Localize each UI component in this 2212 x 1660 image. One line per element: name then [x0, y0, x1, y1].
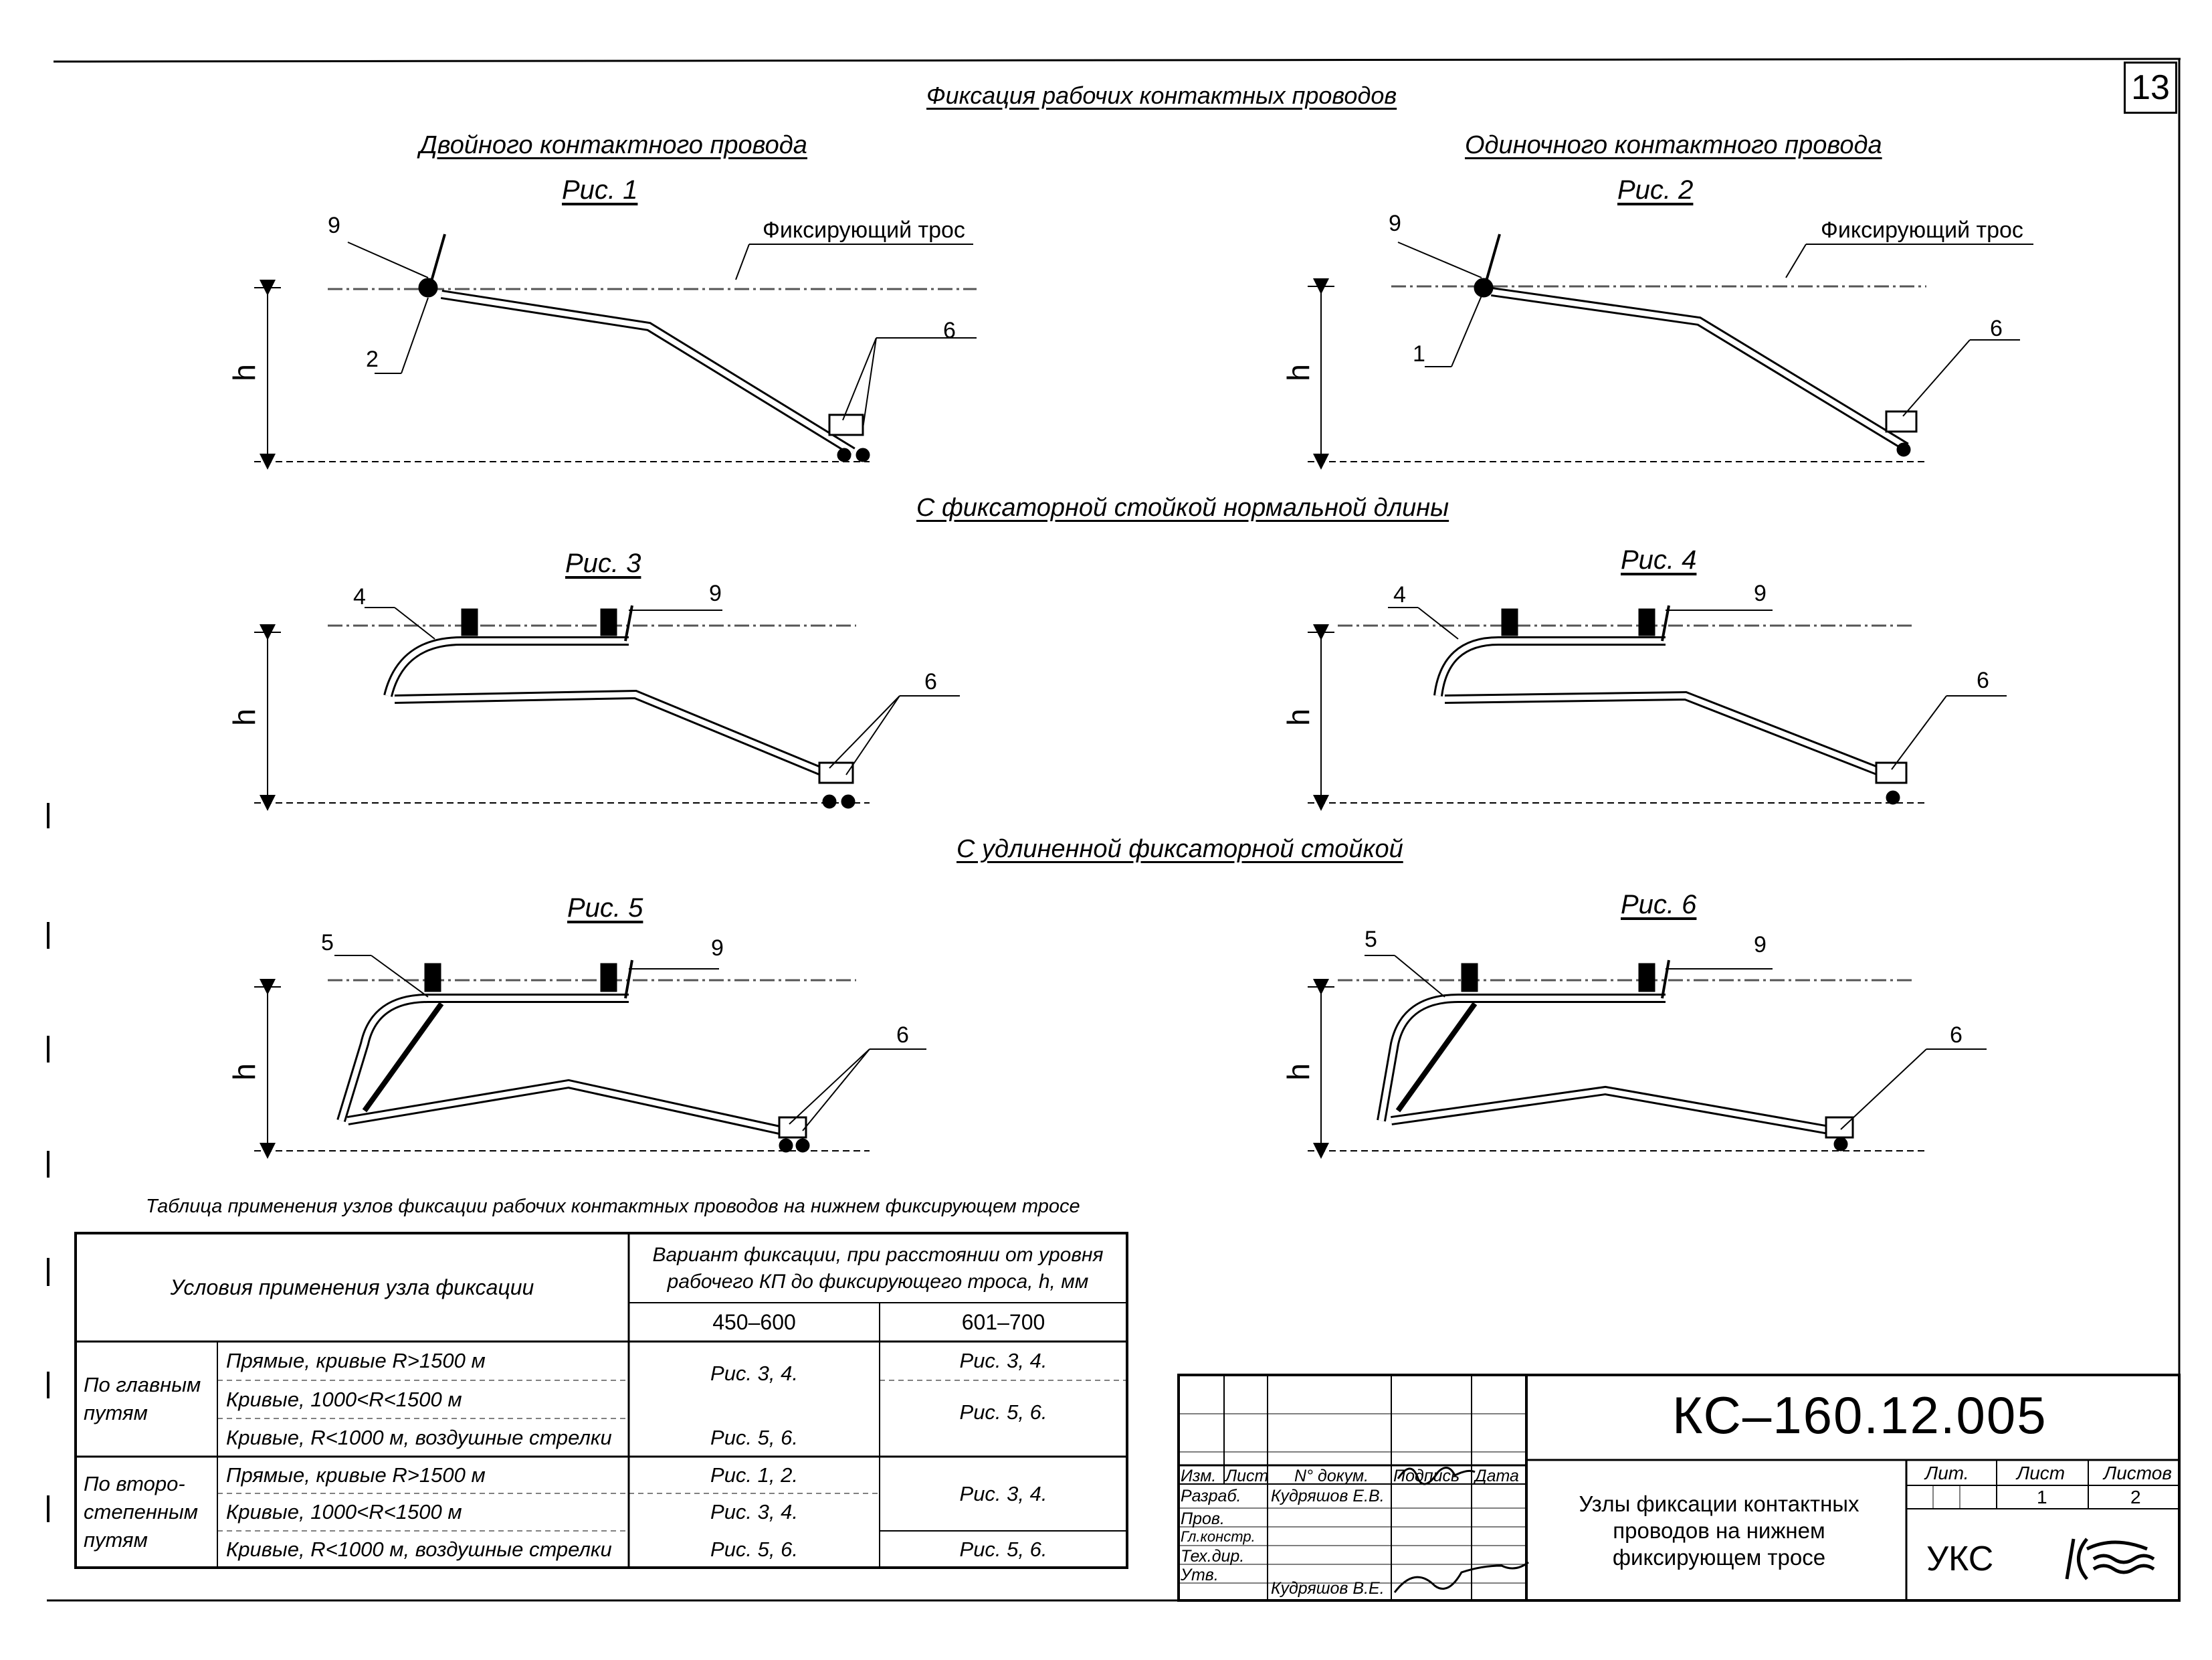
callout-9: 9: [1389, 211, 1401, 236]
stamp-name-developer: Кудряшов Е.В.: [1271, 1487, 1385, 1505]
stamp-role-chief: Гл.констр.: [1181, 1528, 1255, 1545]
table-row-condition: Кривые, R<1000 м, воздушные стрелки: [226, 1425, 612, 1449]
table-cell-sec-601-a: Рис. 3, 4.: [959, 1481, 1047, 1505]
title-block-grid: [1177, 1374, 2181, 1602]
table-cell-sec-450-c: Рис. 5, 6.: [710, 1537, 798, 1561]
stamp-header-sign: Подпись: [1393, 1467, 1460, 1485]
table-group-main: По главным путям: [84, 1373, 201, 1424]
signature-developer: [1397, 1467, 1476, 1485]
stamp-role-tech: Тех.дир.: [1181, 1547, 1245, 1566]
stamp-lit-label: Лит.: [1925, 1463, 1969, 1483]
company-logo: [2065, 1538, 2155, 1580]
callout-fixing-cable: Фиксирующий трос: [1821, 217, 2023, 243]
stamp-header-list: Лист: [1225, 1467, 1269, 1485]
table-header-601: 601–700: [961, 1309, 1045, 1334]
callout-9: 9: [328, 213, 340, 238]
dimension-h: h: [1280, 1063, 1316, 1081]
stamp-role-approver: Утв.: [1181, 1566, 1219, 1584]
stamp-role-developer: Разраб.: [1181, 1487, 1241, 1505]
fig4-label: Рис. 4: [1621, 545, 1697, 575]
callout-9: 9: [711, 935, 724, 961]
stamp-name-approver: Кудряшов В.Е.: [1271, 1579, 1385, 1598]
heading-double-wire: Двойного контактного провода: [419, 131, 807, 159]
dimension-h: h: [1280, 709, 1316, 726]
dimension-h: h: [226, 364, 262, 381]
table-cell-sec-450-a: Рис. 1, 2.: [710, 1463, 798, 1487]
callout-4: 4: [353, 584, 366, 610]
callout-9: 9: [1754, 581, 1767, 606]
fig6-label: Рис. 6: [1621, 890, 1697, 919]
callout-2: 2: [366, 347, 379, 372]
dimension-h: h: [226, 1063, 262, 1081]
callout-6: 6: [1990, 316, 2003, 341]
callout-4: 4: [1393, 582, 1406, 608]
callout-9: 9: [1754, 932, 1767, 957]
fig2-label: Рис. 2: [1617, 175, 1694, 205]
fig3-label: Рис. 3: [565, 549, 641, 578]
table-header-conditions: Условия применения узла фиксации: [170, 1275, 534, 1299]
stamp-header-doc: N° докум.: [1294, 1467, 1369, 1485]
stamp-header-izm: Изм.: [1181, 1467, 1217, 1485]
dimension-h: h: [226, 709, 262, 726]
document-code: КС–160.12.005: [1672, 1386, 2047, 1445]
document-title: Узлы фиксации контактных проводов на ниж…: [1579, 1491, 1859, 1570]
table-header-variant: Вариант фиксации, при расстоянии от уров…: [652, 1244, 1104, 1293]
callout-6: 6: [943, 318, 956, 343]
table-caption: Таблица применения узлов фиксации рабочи…: [146, 1196, 1080, 1217]
table-cell-main-601-a: Рис. 3, 4.: [959, 1349, 1047, 1372]
table-cell-main-601-b: Рис. 5, 6.: [959, 1400, 1047, 1424]
fig3-drawing: [254, 605, 960, 811]
callout-6: 6: [1977, 668, 1989, 693]
table-group-secondary: По второ- степенным путям: [84, 1472, 199, 1552]
organization-name: УКС: [1926, 1540, 1994, 1578]
table-row-condition: Прямые, кривые R>1500 м: [226, 1349, 486, 1372]
callout-fixing-cable: Фиксирующий трос: [763, 217, 965, 243]
table-row-condition: Прямые, кривые R>1500 м: [226, 1463, 486, 1487]
sheet-number-box: 13: [2124, 62, 2177, 114]
stamp-sheet-label: Лист: [2017, 1463, 2066, 1483]
signature-approver: [1393, 1561, 1529, 1593]
table-row-condition: Кривые, 1000<R<1500 м: [226, 1500, 462, 1524]
fig1-drawing: [254, 234, 977, 470]
table-cell-sec-601-b: Рис. 5, 6.: [959, 1537, 1047, 1561]
callout-6: 6: [1950, 1022, 1963, 1048]
stamp-sheet-value: 1: [2037, 1487, 2047, 1507]
callout-6: 6: [924, 669, 937, 695]
fig4-drawing: [1308, 605, 2007, 811]
stamp-role-checker: Пров.: [1181, 1509, 1225, 1528]
fig5-drawing: [254, 955, 926, 1159]
heading-normal-strut: С фиксаторной стойкой нормальной длины: [916, 494, 1449, 522]
application-table-grid: [74, 1232, 1128, 1569]
table-header-450: 450–600: [712, 1309, 796, 1334]
fig2-drawing: [1308, 234, 2033, 470]
heading-single-wire: Одиночного контактного провода: [1465, 131, 1882, 159]
table-row-condition: Кривые, 1000<R<1500 м: [226, 1387, 462, 1411]
stamp-sheets-label: Листов: [2104, 1463, 2172, 1483]
fig5-label: Рис. 5: [567, 893, 643, 923]
table-cell-main-450-a: Рис. 3, 4.: [710, 1362, 798, 1385]
stamp-sheets-value: 2: [2130, 1487, 2141, 1507]
table-row-condition: Кривые, R<1000 м, воздушные стрелки: [226, 1537, 612, 1561]
callout-9: 9: [709, 581, 722, 606]
fig6-drawing: [1308, 955, 1987, 1159]
dimension-h: h: [1280, 364, 1316, 381]
fig1-label: Рис. 1: [562, 175, 638, 205]
stamp-header-date: Дата: [1475, 1467, 1519, 1485]
callout-1: 1: [1413, 341, 1425, 367]
callout-5: 5: [321, 930, 334, 955]
table-cell-main-450-b: Рис. 5, 6.: [710, 1425, 798, 1449]
callout-6: 6: [896, 1022, 909, 1048]
main-heading: Фиксация рабочих контактных проводов: [926, 82, 1397, 109]
callout-5: 5: [1365, 927, 1377, 952]
heading-extended-strut: С удлиненной фиксаторной стойкой: [957, 835, 1403, 863]
table-cell-sec-450-b: Рис. 3, 4.: [710, 1500, 798, 1524]
